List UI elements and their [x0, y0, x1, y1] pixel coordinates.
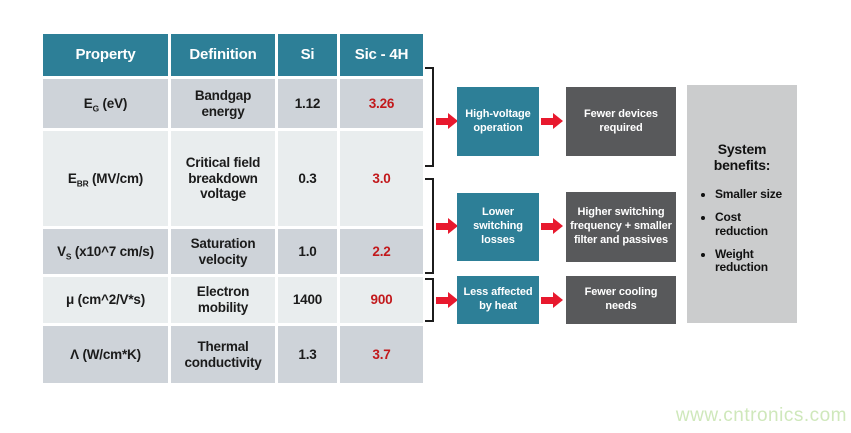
- system-benefits-title: System benefits:: [713, 141, 771, 174]
- arrow-head: [553, 218, 563, 234]
- row-group-bracket: [425, 67, 434, 167]
- arrow-head: [448, 113, 458, 129]
- system-benefits-panel: System benefits: Smaller size Cost reduc…: [687, 85, 797, 323]
- property-cell: μ (cm^2/V*s): [43, 277, 168, 323]
- benefit-cause-box: Lower switching losses: [457, 193, 539, 261]
- system-benefits-list: Smaller size Cost reduction Weight reduc…: [696, 187, 788, 276]
- benefit-list-item: Weight reduction: [715, 247, 788, 276]
- arrow-shaft: [436, 297, 449, 304]
- row-group-bracket: [425, 278, 434, 322]
- flow-arrow-icon: [436, 113, 458, 130]
- properties-comparison-table: Property Definition Si Sic - 4H EG (eV) …: [43, 34, 423, 383]
- definition-cell: Thermal conductivity: [171, 326, 275, 383]
- flow-arrow-icon: [436, 218, 458, 235]
- flow-arrow-icon: [436, 292, 458, 309]
- benefit-list-item: Smaller size: [715, 187, 788, 202]
- si-value-cell: 1.12: [278, 79, 337, 128]
- property-cell: EBR (MV/cm): [43, 131, 168, 226]
- arrow-shaft: [541, 223, 554, 230]
- property-label: μ (cm^2/V*s): [65, 292, 146, 308]
- column-header-sic4h: Sic - 4H: [340, 34, 423, 76]
- column-header-property: Property: [43, 34, 168, 76]
- watermark-text: www.cntronics.com: [675, 405, 847, 426]
- sic-value-cell: 3.26: [340, 79, 423, 128]
- flow-arrow-icon: [541, 113, 563, 130]
- property-label: Λ (W/cm*K): [70, 346, 141, 362]
- arrow-head: [448, 292, 458, 308]
- definition-cell: Saturation velocity: [171, 229, 275, 274]
- property-label: EBR (MV/cm): [67, 170, 144, 189]
- arrow-shaft: [541, 297, 554, 304]
- definition-cell: Bandgap energy: [171, 79, 275, 128]
- benefit-effect-box: Higher switching frequency + smaller fil…: [566, 192, 676, 262]
- benefit-cause-box: Less affected by heat: [457, 276, 539, 324]
- sic-value-cell: 3.7: [340, 326, 423, 383]
- sic-value-cell: 2.2: [340, 229, 423, 274]
- flow-arrow-icon: [541, 292, 563, 309]
- definition-cell: Electron mobility: [171, 277, 275, 323]
- sic-value-cell: 3.0: [340, 131, 423, 226]
- benefit-effect-box: Fewer cooling needs: [566, 276, 676, 324]
- si-value-cell: 1.3: [278, 326, 337, 383]
- benefit-cause-box: High-voltage operation: [457, 87, 539, 156]
- arrow-head: [553, 113, 563, 129]
- si-value-cell: 1400: [278, 277, 337, 323]
- row-group-bracket: [425, 178, 434, 274]
- sic-value-cell: 900: [340, 277, 423, 323]
- arrow-shaft: [541, 118, 554, 125]
- arrow-shaft: [436, 118, 449, 125]
- column-header-si: Si: [278, 34, 337, 76]
- si-value-cell: 0.3: [278, 131, 337, 226]
- arrow-head: [553, 292, 563, 308]
- column-header-definition: Definition: [171, 34, 275, 76]
- property-label: VS (x10^7 cm/s): [57, 243, 154, 262]
- property-cell: EG (eV): [43, 79, 168, 128]
- benefit-effect-box: Fewer devices required: [566, 87, 676, 156]
- property-cell: Λ (W/cm*K): [43, 326, 168, 383]
- benefit-list-item: Cost reduction: [715, 210, 788, 239]
- property-cell: VS (x10^7 cm/s): [43, 229, 168, 274]
- arrow-shaft: [436, 223, 449, 230]
- definition-cell: Critical field breakdown voltage: [171, 131, 275, 226]
- arrow-head: [448, 218, 458, 234]
- property-label: EG (eV): [83, 95, 128, 114]
- flow-arrow-icon: [541, 218, 563, 235]
- si-value-cell: 1.0: [278, 229, 337, 274]
